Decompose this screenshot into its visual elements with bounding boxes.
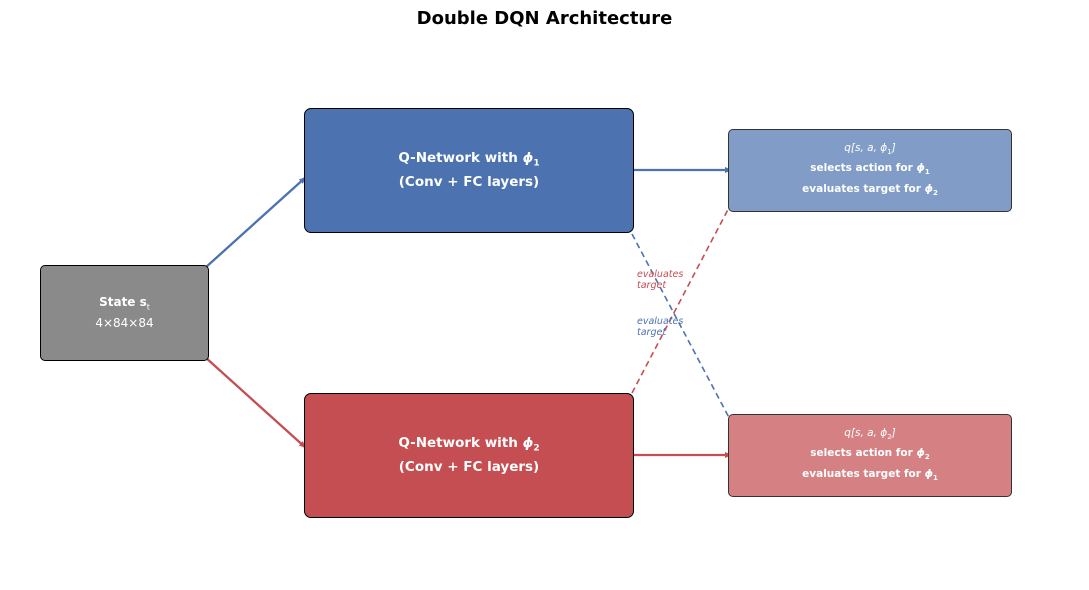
output-2-eval-line: evaluates target for ϕ1 [802,467,938,482]
state-node: State st 4×84×84 [40,265,209,361]
state-label: State st [99,294,150,312]
output-2-q-expression: q[s, a, ϕ2] [844,427,896,442]
arrow-state-to-qnet1 [204,176,307,269]
output-2-node: q[s, a, ϕ2] selects action for ϕ2 evalua… [728,414,1012,497]
qnetwork-2-node: Q-Network with ϕ2 (Conv + FC layers) [304,393,634,518]
output-1-q-expression: q[s, a, ϕ1] [844,142,896,157]
state-shape: 4×84×84 [95,316,154,331]
qnetwork-2-title: Q-Network with ϕ2 [398,434,540,454]
annotation-evaluates-target-red: evaluates target [637,269,684,291]
arrow-state-to-qnet2 [204,356,307,449]
qnetwork-2-layers: (Conv + FC layers) [398,459,540,476]
output-2-select-line: selects action for ϕ2 [810,447,930,462]
dashed-arrow-qnet1-to-out2 [631,233,735,428]
qnetwork-1-title: Q-Network with ϕ1 [398,149,540,169]
output-1-eval-line: evaluates target for ϕ2 [802,182,938,197]
diagram-title: Double DQN Architecture [416,8,673,29]
qnetwork-1-node: Q-Network with ϕ1 (Conv + FC layers) [304,108,634,233]
annotation-evaluates-target-blue: evaluates target [637,316,684,338]
dashed-arrow-qnet2-to-out1 [631,197,735,394]
qnetwork-1-layers: (Conv + FC layers) [398,174,540,191]
output-1-node: q[s, a, ϕ1] selects action for ϕ1 evalua… [728,129,1012,212]
output-1-select-line: selects action for ϕ1 [810,162,930,177]
